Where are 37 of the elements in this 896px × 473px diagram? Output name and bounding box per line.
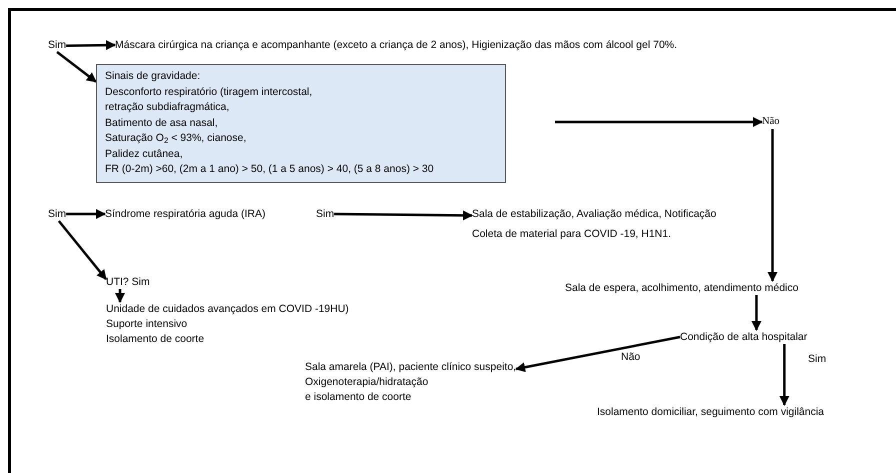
step-text: Coleta de material para COVID -19, H1N1. bbox=[472, 227, 672, 241]
decision-label: Não bbox=[762, 115, 780, 129]
step-text: Oxigenoterapia/hidratação bbox=[305, 375, 430, 390]
criteria-text: Desconforto respiratório (tiragem intercostal, bbox=[105, 84, 314, 100]
step-text: Isolamento de coorte bbox=[106, 332, 206, 347]
step-text: Unidade de cuidados avançados em COVID -19HU) bbox=[106, 302, 349, 317]
criteria-text: FR (0-2m) >60, (2m a 1 ano) > 50, (1 a 5 anos) > 40, (5 a 8 anos) > 30 bbox=[105, 162, 435, 177]
arrow bbox=[768, 129, 778, 282]
criteria-text: Batimento de asa nasal, bbox=[105, 116, 219, 130]
criteria-text: Palidez cutânea, bbox=[105, 146, 184, 162]
step-text: UTI? Sim bbox=[106, 275, 150, 289]
criteria-box bbox=[96, 64, 506, 182]
step-text: Sim bbox=[316, 207, 334, 221]
criteria-text: Sinais de gravidade: bbox=[105, 69, 202, 84]
arrow bbox=[515, 336, 680, 372]
arrow bbox=[334, 210, 473, 220]
arrow bbox=[751, 295, 762, 331]
arrow bbox=[66, 40, 116, 50]
criteria-text: Saturação O$_{2}$ < 93%, cianose, bbox=[105, 131, 248, 146]
criteria-text: retração subdiafragmática, bbox=[105, 100, 230, 115]
step-text: Sala de espera, acolhimento, atendimento médico bbox=[565, 281, 798, 295]
step-text: Condição de alta hospitalar bbox=[680, 330, 808, 344]
arrow bbox=[115, 289, 125, 303]
arrow bbox=[555, 117, 763, 127]
step-text: Máscara cirúrgica na criança e acompanhante (exceto a criança de 2 anos), Higienização das mãos com álcool gel 70%. bbox=[115, 38, 678, 52]
arrow bbox=[779, 344, 790, 406]
step-text: Suporte intensivo bbox=[106, 317, 188, 332]
step-text: Síndrome respiratória aguda (IRA) bbox=[105, 207, 266, 221]
step-text: Sim bbox=[48, 38, 66, 52]
arrow bbox=[58, 220, 107, 280]
arrow bbox=[66, 209, 106, 219]
step-text: Sala de estabilização, Avaliação médica, Notificação bbox=[472, 207, 716, 221]
step-text: Sim bbox=[48, 207, 66, 221]
step-text: Sala amarela (PAI), paciente clínico suspeito, bbox=[305, 360, 516, 375]
step-text: e isolamento de coorte bbox=[305, 390, 412, 405]
arrow bbox=[56, 51, 97, 83]
step-text: Isolamento domiciliar, seguimento com vigilância bbox=[597, 405, 824, 419]
